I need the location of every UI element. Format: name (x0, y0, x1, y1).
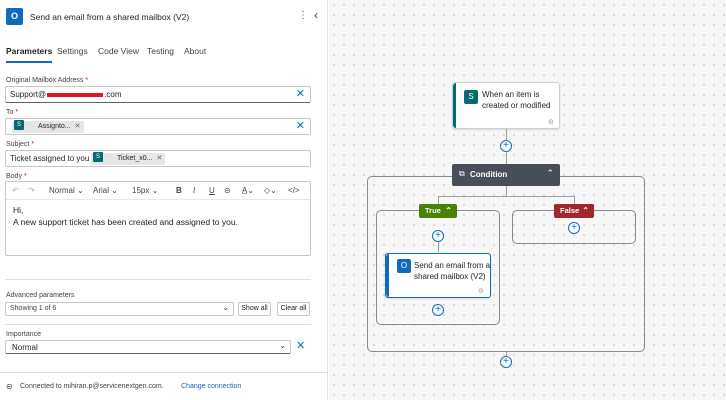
link-icon[interactable]: ⊝ (224, 186, 231, 195)
outlook-icon: O (397, 259, 411, 273)
mailbox-label: Original Mailbox Address * (6, 77, 89, 84)
font-color-icon[interactable]: A̲⌄ (242, 186, 255, 195)
sharepoint-icon: S (14, 120, 24, 131)
false-branch-tag[interactable]: False⌃ (554, 204, 594, 218)
body-editor[interactable]: ↶ ↷ Normal ⌄ Arial ⌄ 15px ⌄ B I U ⊝ A̲⌄ … (5, 181, 311, 256)
add-step-button[interactable]: + (500, 356, 512, 368)
font-dropdown[interactable]: Arial ⌄ (93, 186, 118, 195)
tab-settings[interactable]: Settings (57, 46, 88, 56)
add-step-button[interactable]: + (568, 222, 580, 234)
tab-about[interactable]: About (184, 46, 207, 56)
underline-button[interactable]: U (209, 186, 215, 195)
link-icon: ⊝ (548, 119, 554, 126)
tab-parameters[interactable]: Parameters (6, 46, 53, 63)
chevron-up-icon[interactable]: ⌃ (546, 168, 554, 178)
body-content: Hi, A new support ticket has been create… (13, 205, 238, 227)
chevron-down-icon: ⌄ (279, 341, 286, 350)
add-step-button[interactable]: + (500, 140, 512, 152)
trigger-title: When an item is created or modified (482, 90, 551, 110)
flow-canvas[interactable]: S When an item is created or modified ⊝ … (329, 0, 726, 400)
font-size-dropdown[interactable]: 15px ⌄ (132, 186, 159, 195)
chevron-up-icon[interactable]: ⌃ (582, 206, 589, 215)
assignto-token[interactable]: S Assignto...✕ (12, 120, 84, 133)
connection-text: Connected to mihiran.p@servicenextgen.co… (20, 383, 164, 390)
send-email-title: Send an email from a shared mailbox (V2) (414, 261, 491, 281)
to-label: To * (6, 109, 19, 116)
sharepoint-icon: S (93, 152, 103, 163)
clear-importance-icon[interactable]: ✕ (296, 340, 306, 352)
clear-all-button[interactable]: Clear all (277, 302, 310, 316)
subject-label: Subject * (6, 141, 35, 148)
body-label: Body * (6, 173, 27, 180)
rich-text-toolbar: ↶ ↷ Normal ⌄ Arial ⌄ 15px ⌄ B I U ⊝ A̲⌄ … (6, 182, 310, 200)
subject-text: Ticket assigned to you (10, 154, 90, 163)
highlight-icon[interactable]: ◇⌄ (264, 186, 277, 195)
trigger-card[interactable]: S When an item is created or modified ⊝ (452, 82, 560, 129)
sharepoint-icon: S (464, 90, 478, 104)
collapse-panel-icon[interactable]: ‹ (314, 8, 318, 22)
remove-token-icon[interactable]: ✕ (156, 155, 163, 162)
mailbox-value: Support@.com (10, 90, 122, 99)
chevron-up-icon[interactable]: ⌃ (445, 206, 452, 215)
clear-icon[interactable]: ✕ (295, 88, 305, 100)
redo-icon[interactable]: ↷ (28, 186, 35, 195)
action-settings-panel: O Send an email from a shared mailbox (V… (0, 0, 328, 400)
divider (5, 279, 311, 280)
to-field[interactable]: S Assignto...✕ ✕ (5, 118, 311, 135)
link-icon: ⊝ (478, 288, 484, 295)
mailbox-field[interactable]: Support@.com ✕ (5, 86, 311, 103)
importance-label: Importance (6, 331, 42, 338)
remove-token-icon[interactable]: ✕ (74, 123, 81, 130)
condition-header[interactable]: ⧉ Condition ⌃ (452, 164, 560, 186)
tab-code-view[interactable]: Code View (98, 46, 139, 56)
ticket-token[interactable]: S Ticket_x0...✕ (91, 152, 166, 165)
divider (5, 324, 311, 325)
add-step-button[interactable]: + (432, 230, 444, 242)
outlook-icon: O (6, 8, 23, 25)
more-options-icon[interactable]: ⋮ (298, 10, 308, 21)
change-connection-link[interactable]: Change connection (181, 383, 242, 390)
redaction-mark (47, 92, 104, 97)
advanced-params-dropdown[interactable]: Showing 1 of 6 ⌄ (5, 302, 234, 316)
tab-testing[interactable]: Testing (147, 46, 174, 56)
subject-field[interactable]: Ticket assigned to you S Ticket_x0...✕ (5, 150, 311, 167)
true-branch-tag[interactable]: True⌃ (419, 204, 457, 218)
show-all-button[interactable]: Show all (238, 302, 271, 316)
send-email-card[interactable]: O Send an email from a shared mailbox (V… (385, 253, 491, 298)
advanced-params-label: Advanced parameters (6, 292, 75, 299)
add-step-button[interactable]: + (432, 304, 444, 316)
panel-title: Send an email from a shared mailbox (V2) (30, 12, 190, 22)
code-view-icon[interactable]: </> (288, 186, 300, 195)
italic-button[interactable]: I (193, 186, 196, 195)
panel-header: O Send an email from a shared mailbox (V… (0, 0, 328, 34)
connection-icon: ⊝ (6, 382, 13, 391)
undo-icon[interactable]: ↶ (12, 186, 19, 195)
bold-button[interactable]: B (176, 186, 182, 195)
chevron-down-icon: ⌄ (222, 303, 229, 312)
importance-dropdown[interactable]: Normal ⌄ (5, 340, 291, 354)
condition-icon: ⧉ (459, 169, 465, 178)
clear-icon[interactable]: ✕ (295, 120, 305, 132)
connection-footer: ⊝ Connected to mihiran.p@servicenextgen.… (0, 372, 328, 400)
style-dropdown[interactable]: Normal ⌄ (49, 186, 84, 195)
